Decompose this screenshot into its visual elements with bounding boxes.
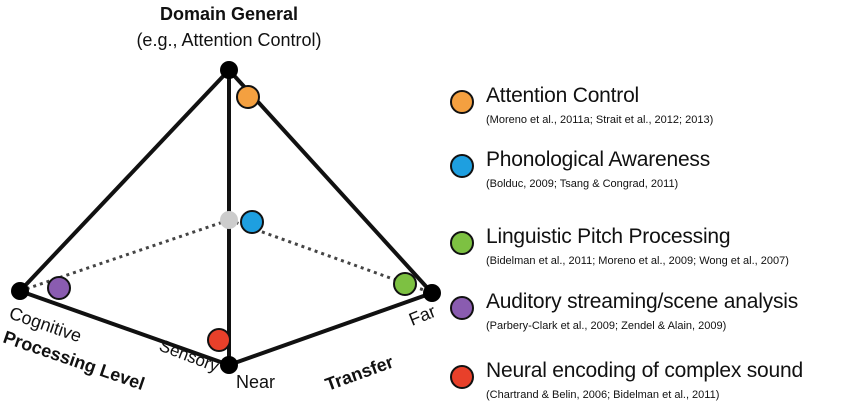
legend-citation: (Chartrand & Belin, 2006; Bidelman et al…: [486, 389, 720, 401]
apex-title: Domain General: [160, 4, 298, 24]
vertex-far: [423, 284, 441, 302]
legend-label: Linguistic Pitch Processing: [486, 225, 731, 248]
label-near: Near: [236, 372, 275, 392]
vertex-apex: [220, 61, 238, 79]
legend-dot-red: [450, 365, 474, 389]
label-far: Far: [406, 301, 439, 330]
vertex-cognitive: [11, 282, 29, 300]
vertex-hidden: [220, 211, 238, 229]
legend-label: Phonological Awareness: [486, 148, 711, 171]
legend-dot-purple: [450, 296, 474, 320]
legend-dot-green: [450, 231, 474, 255]
marker-auditory-streaming: [47, 276, 71, 300]
marker-neural-encoding: [207, 328, 231, 352]
marker-linguistic-pitch: [393, 272, 417, 296]
vertex-front: [220, 356, 238, 374]
marker-phonological-awareness: [240, 210, 264, 234]
apex-subtitle: (e.g., Attention Control): [136, 30, 321, 50]
legend-citation: (Bolduc, 2009; Tsang & Congrad, 2011): [486, 178, 679, 190]
legend-dot-blue: [450, 154, 474, 178]
legend-citation: (Bidelman et al., 2011; Moreno et al., 2…: [486, 255, 789, 267]
edge-hidden-right: [228, 218, 433, 295]
edge-apex-far: [227, 68, 434, 295]
edge-cognitive-front: [19, 289, 230, 367]
edge-apex-cognitive: [18, 68, 231, 293]
legend: Attention Control (Moreno et al., 2011a;…: [450, 0, 850, 404]
axis-transfer: Transfer: [323, 352, 397, 395]
pyramid-diagram: Domain General (e.g., Attention Control)…: [1, 4, 441, 395]
legend-label: Attention Control: [486, 84, 640, 107]
legend-label: Neural encoding of complex sound: [486, 359, 803, 382]
legend-dot-orange: [450, 90, 474, 114]
legend-citation: (Moreno et al., 2011a; Strait et al., 20…: [486, 114, 714, 126]
edge-front-far: [228, 291, 433, 367]
legend-label: Auditory streaming/scene analysis: [486, 290, 799, 313]
legend-citation: (Parbery-Clark et al., 2009; Zendel & Al…: [486, 320, 727, 332]
marker-attention-control: [236, 85, 260, 109]
